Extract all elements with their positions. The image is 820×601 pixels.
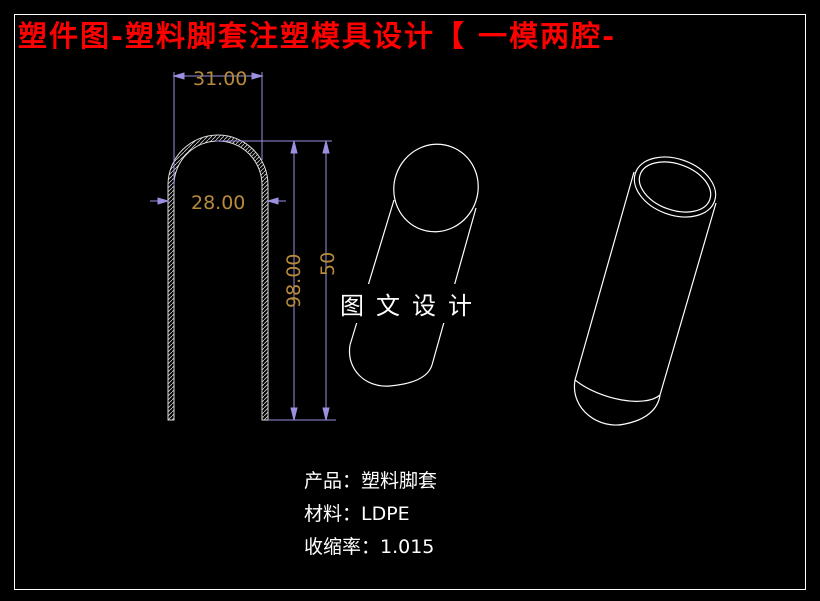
title-bar: 塑件图-塑料脚套注塑模具设计【 一模两腔-: [0, 0, 820, 60]
drawing-title: 塑件图-塑料脚套注塑模具设计【 一模两腔-: [18, 19, 617, 53]
dimensions: [150, 72, 336, 421]
shrinkage-line: 收缩率：1.015: [304, 536, 435, 558]
center-label: 图文设计: [336, 284, 488, 323]
isometric-view-closed: [348, 143, 479, 387]
section-view: [167, 134, 269, 421]
product-line: 产品：塑料脚套: [304, 470, 438, 492]
material-line: 材料：LDPE: [304, 503, 410, 525]
dim-inner-width: 28.00: [191, 192, 245, 214]
dim-top-width: 31.00: [193, 68, 247, 90]
section-wall: [167, 134, 269, 421]
isometric-view-open: [573, 156, 717, 426]
dim-height-partial: 50: [317, 252, 339, 276]
dim-height-total: 98.00: [283, 254, 305, 308]
drawing-frame: [14, 14, 806, 590]
